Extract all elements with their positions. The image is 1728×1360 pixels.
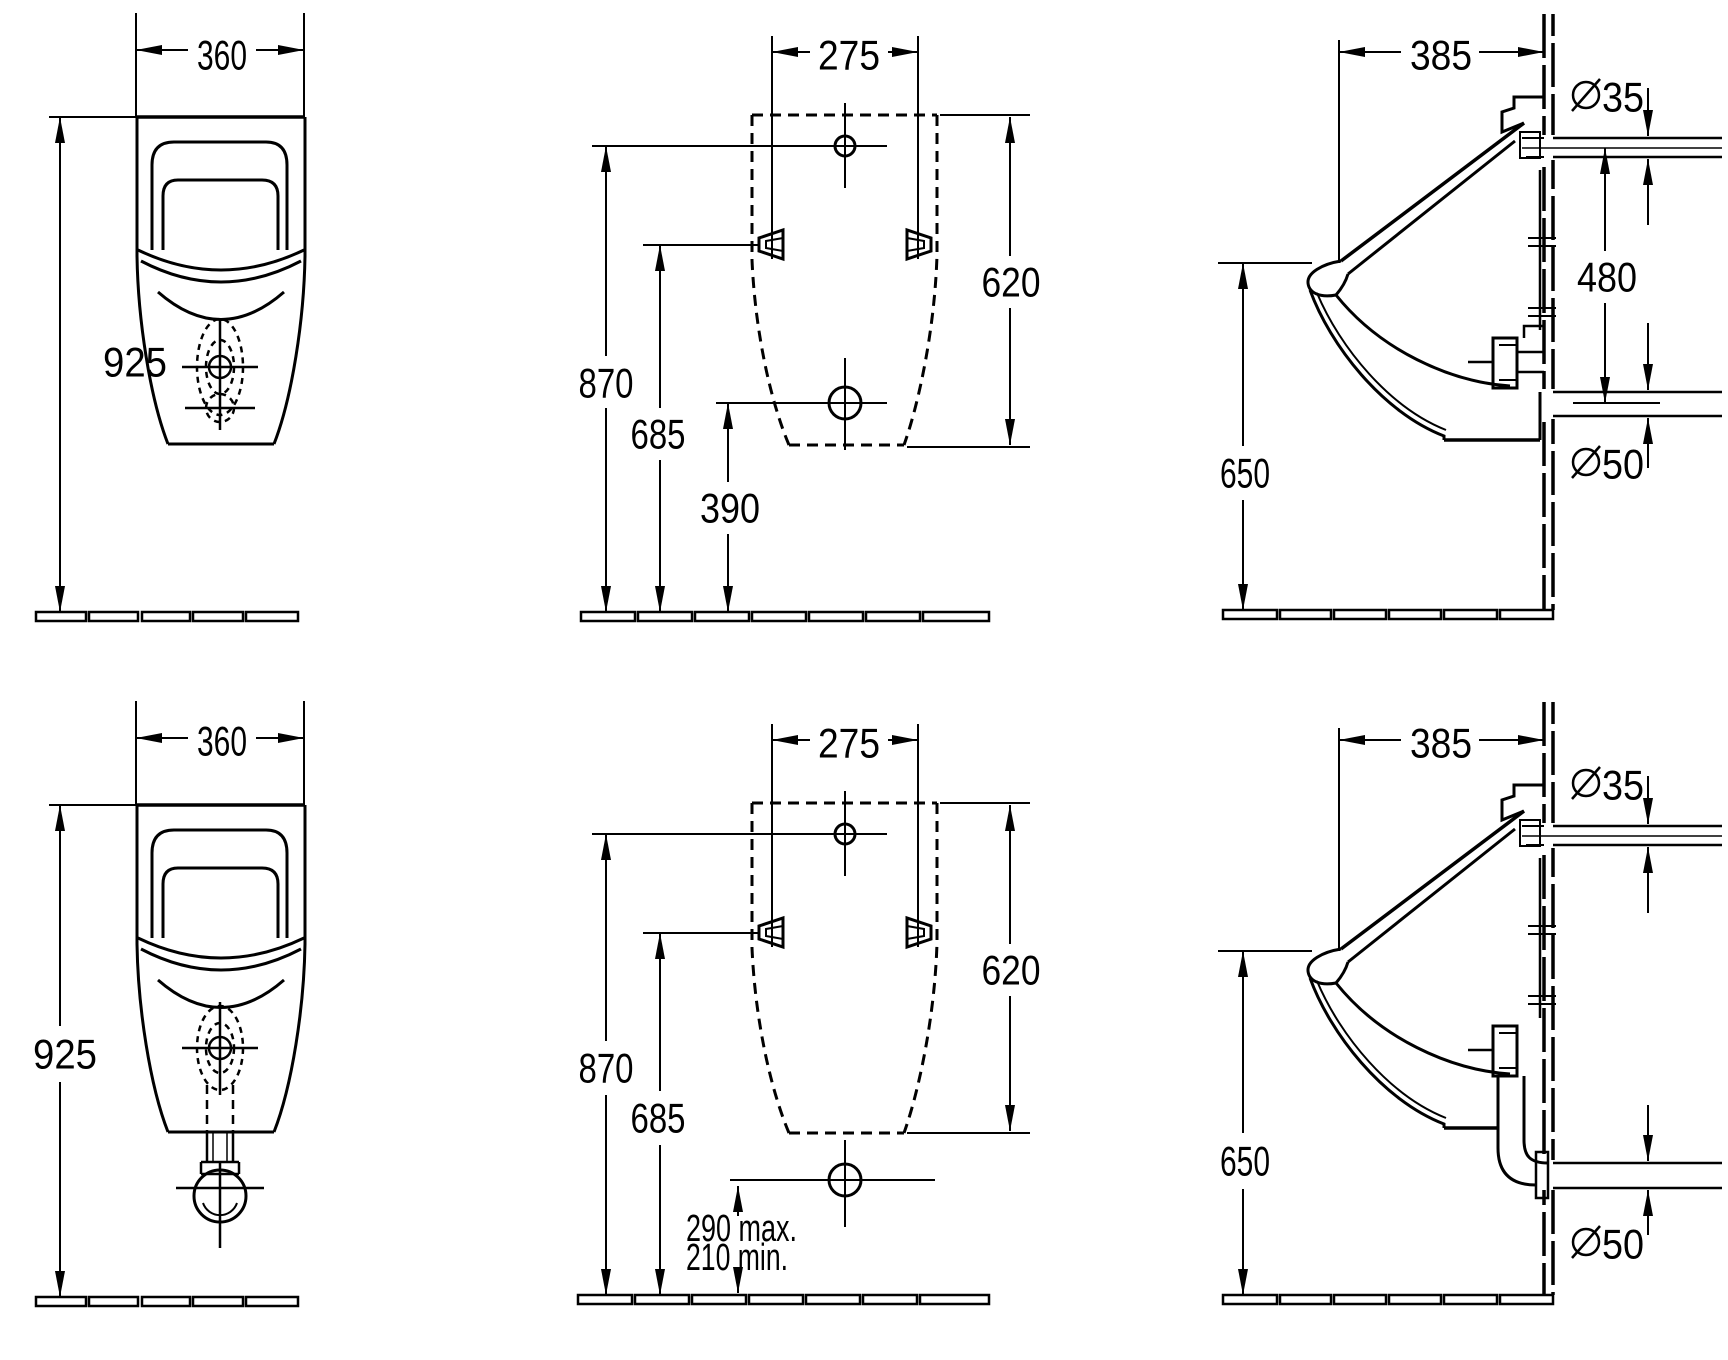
dimension-outline-height: 620: [907, 114, 1042, 448]
outline-height-label: 620: [982, 259, 1041, 306]
dimension-width: 360: [136, 716, 304, 765]
dimension-inlet-diameter: 35: [1571, 74, 1653, 225]
dimension-depth: 385: [1338, 30, 1544, 263]
mounting-view-exposed: 275 870 685 620 290 max. 210 min.: [576, 718, 1042, 1306]
outlet-min-label: 210 min.: [686, 1237, 788, 1279]
drain-symbol-hidden: [182, 317, 258, 430]
exposed-trap-pipe: [1496, 1076, 1550, 1200]
front-view-exposed: 360 925: [31, 701, 307, 1308]
inlet-diameter-label: 35: [1602, 762, 1644, 809]
side-view-exposed: 385 35 50 650: [1215, 702, 1722, 1306]
floor-hatch: [34, 1295, 300, 1308]
bracket-height-label: 685: [631, 411, 686, 458]
outlet-max-label: 290 max.: [686, 1208, 797, 1250]
wall-bracket-right-icon: [905, 227, 933, 262]
wall-bracket-right-icon: [905, 915, 933, 950]
outlet-height-label: 390: [700, 485, 760, 532]
wall-bracket-left-icon: [757, 227, 785, 262]
front-view-concealed: 360 925: [34, 13, 307, 623]
bolt-spacing-label: 275: [818, 720, 880, 767]
dimension-bracket-height: 685: [630, 244, 759, 612]
dimension-height: 925: [55, 117, 167, 612]
dimension-inlet-height: 870: [578, 146, 634, 612]
urinal-side-profile: [1306, 783, 1556, 1130]
dimension-inlet-diameter: 35: [1571, 762, 1653, 913]
rim-height-label: 650: [1220, 450, 1270, 497]
dimension-outlet-range: 290 max. 210 min.: [686, 1186, 797, 1293]
height-label: 925: [103, 339, 167, 386]
dimension-depth: 385: [1338, 718, 1544, 951]
dimension-bolt-spacing: 275: [771, 30, 919, 259]
floor-hatch: [576, 1293, 991, 1306]
dimension-inlet-to-outlet: 480: [1575, 148, 1639, 403]
inlet-mounting-point: [592, 791, 887, 876]
width-label: 360: [197, 718, 247, 765]
height-label: 925: [33, 1031, 97, 1078]
dimension-outlet-diameter: 50: [1571, 323, 1653, 488]
bolt-spacing-label: 275: [818, 32, 880, 79]
outlet-pipe: [1553, 390, 1722, 418]
wall-bracket-left-icon: [757, 915, 785, 950]
inlet-diameter-label: 35: [1602, 74, 1644, 121]
width-label: 360: [197, 32, 247, 79]
outline-height-label: 620: [982, 947, 1041, 994]
outlet-pipe: [1553, 1161, 1722, 1190]
dimension-width: 360: [136, 28, 304, 79]
inlet-pipe: [1522, 136, 1722, 159]
dimension-rim-height: 650: [1215, 262, 1312, 610]
diameter-icon: [1571, 445, 1601, 479]
inlet-height-label: 870: [579, 360, 634, 407]
floor-hatch: [1221, 1293, 1555, 1306]
depth-label: 385: [1410, 720, 1472, 767]
wall-line: [1542, 14, 1555, 610]
inlet-mounting-point: [592, 103, 887, 188]
outlet-diameter-label: 50: [1602, 441, 1644, 488]
inlet-to-outlet-label: 480: [1577, 254, 1637, 301]
dimension-bolt-spacing: 275: [771, 718, 919, 947]
drain-symbol-hidden: [182, 1002, 258, 1132]
floor-hatch: [34, 610, 300, 623]
floor-hatch: [1221, 608, 1555, 621]
dimension-bracket-height: 685: [630, 932, 759, 1295]
outlet-mounting-point: [730, 1140, 935, 1227]
bracket-height-label: 685: [631, 1095, 686, 1142]
siphon-trap: [176, 1132, 264, 1248]
diameter-icon: [1571, 1225, 1601, 1259]
outlet-diameter-label: 50: [1602, 1221, 1644, 1268]
dimension-inlet-height: 870: [578, 834, 634, 1295]
urinal-side-profile: [1306, 95, 1556, 442]
dimension-outlet-diameter: 50: [1571, 1105, 1653, 1268]
depth-label: 385: [1410, 32, 1472, 79]
rim-height-label: 650: [1220, 1138, 1270, 1185]
wall-line: [1542, 702, 1555, 1295]
dimension-outline-height: 620: [907, 802, 1042, 1134]
dimension-outlet-height: 390: [698, 403, 760, 612]
side-view-concealed: 385 35 480 50: [1215, 14, 1722, 621]
dimension-height: 925: [31, 805, 97, 1297]
diameter-icon: [1571, 766, 1601, 800]
outlet-mounting-point: [716, 358, 887, 450]
inlet-pipe: [1522, 824, 1722, 847]
mounting-view-concealed: 275 870 685 390 620: [578, 30, 1042, 623]
dimension-rim-height: 650: [1215, 950, 1312, 1295]
diameter-icon: [1571, 78, 1601, 112]
inlet-height-label: 870: [579, 1045, 634, 1092]
floor-hatch: [579, 610, 991, 623]
